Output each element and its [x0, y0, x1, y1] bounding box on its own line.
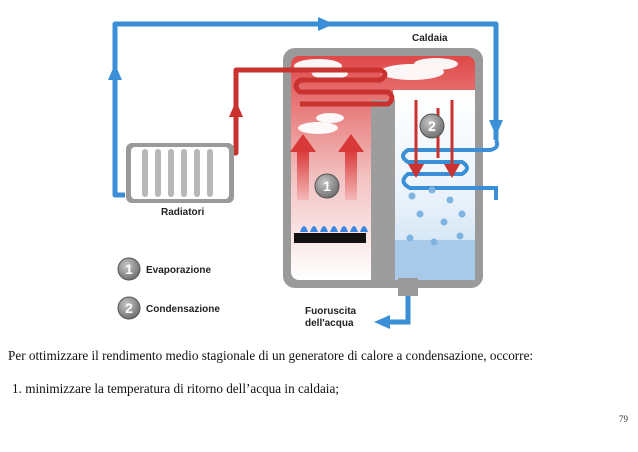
badge-2-in-boiler: 2: [419, 113, 445, 139]
list-item-number: 1.: [12, 381, 22, 396]
radiators-label: Radiatori: [161, 207, 205, 218]
svg-text:2: 2: [428, 118, 436, 134]
svg-text:Condensazione: Condensazione: [146, 304, 220, 315]
svg-text:Evaporazione: Evaporazione: [146, 265, 211, 276]
svg-text:1: 1: [125, 261, 133, 277]
radiator: [126, 143, 234, 203]
water-droplets: [406, 186, 466, 246]
legend-item-condensation: 2 Condensazione: [117, 296, 220, 320]
cold-return-pipe: [112, 21, 499, 198]
cold-flow-arrow-right: [489, 120, 503, 136]
evaporation-arrows: [290, 134, 364, 200]
list-item-text: minimizzare la temperatura di ritorno de…: [25, 381, 339, 396]
hot-supply-pipe: [232, 67, 395, 156]
boiler-label: Caldaia: [412, 33, 448, 44]
requirements-list: 1. minimizzare la temperatura di ritorno…: [12, 381, 339, 397]
outlet-arrow: [374, 315, 390, 329]
heat-exchanger-coil: [401, 139, 500, 200]
cold-flow-arrow-left: [108, 64, 122, 80]
hot-flow-arrow: [229, 101, 243, 117]
caption-text: Per ottimizzare il rendimento medio stag…: [8, 348, 534, 363]
page-number: 79: [619, 414, 628, 424]
water-outlet-label-2: dell'acqua: [305, 318, 354, 329]
badge-1-in-boiler: 1: [314, 173, 340, 199]
svg-text:2: 2: [125, 300, 133, 316]
cold-flow-arrow-top: [318, 17, 334, 31]
burner: [294, 233, 366, 243]
list-item: 1. minimizzare la temperatura di ritorno…: [12, 381, 339, 397]
condensing-boiler-diagram: 1 2 Caldaia Radiatori Fuoruscita dell'ac…: [108, 17, 503, 329]
svg-text:1: 1: [323, 178, 331, 194]
burner-flames: [300, 226, 368, 232]
water-outlet-label-1: Fuoruscita: [305, 306, 357, 317]
legend-item-evaporation: 1 Evaporazione: [117, 257, 211, 281]
